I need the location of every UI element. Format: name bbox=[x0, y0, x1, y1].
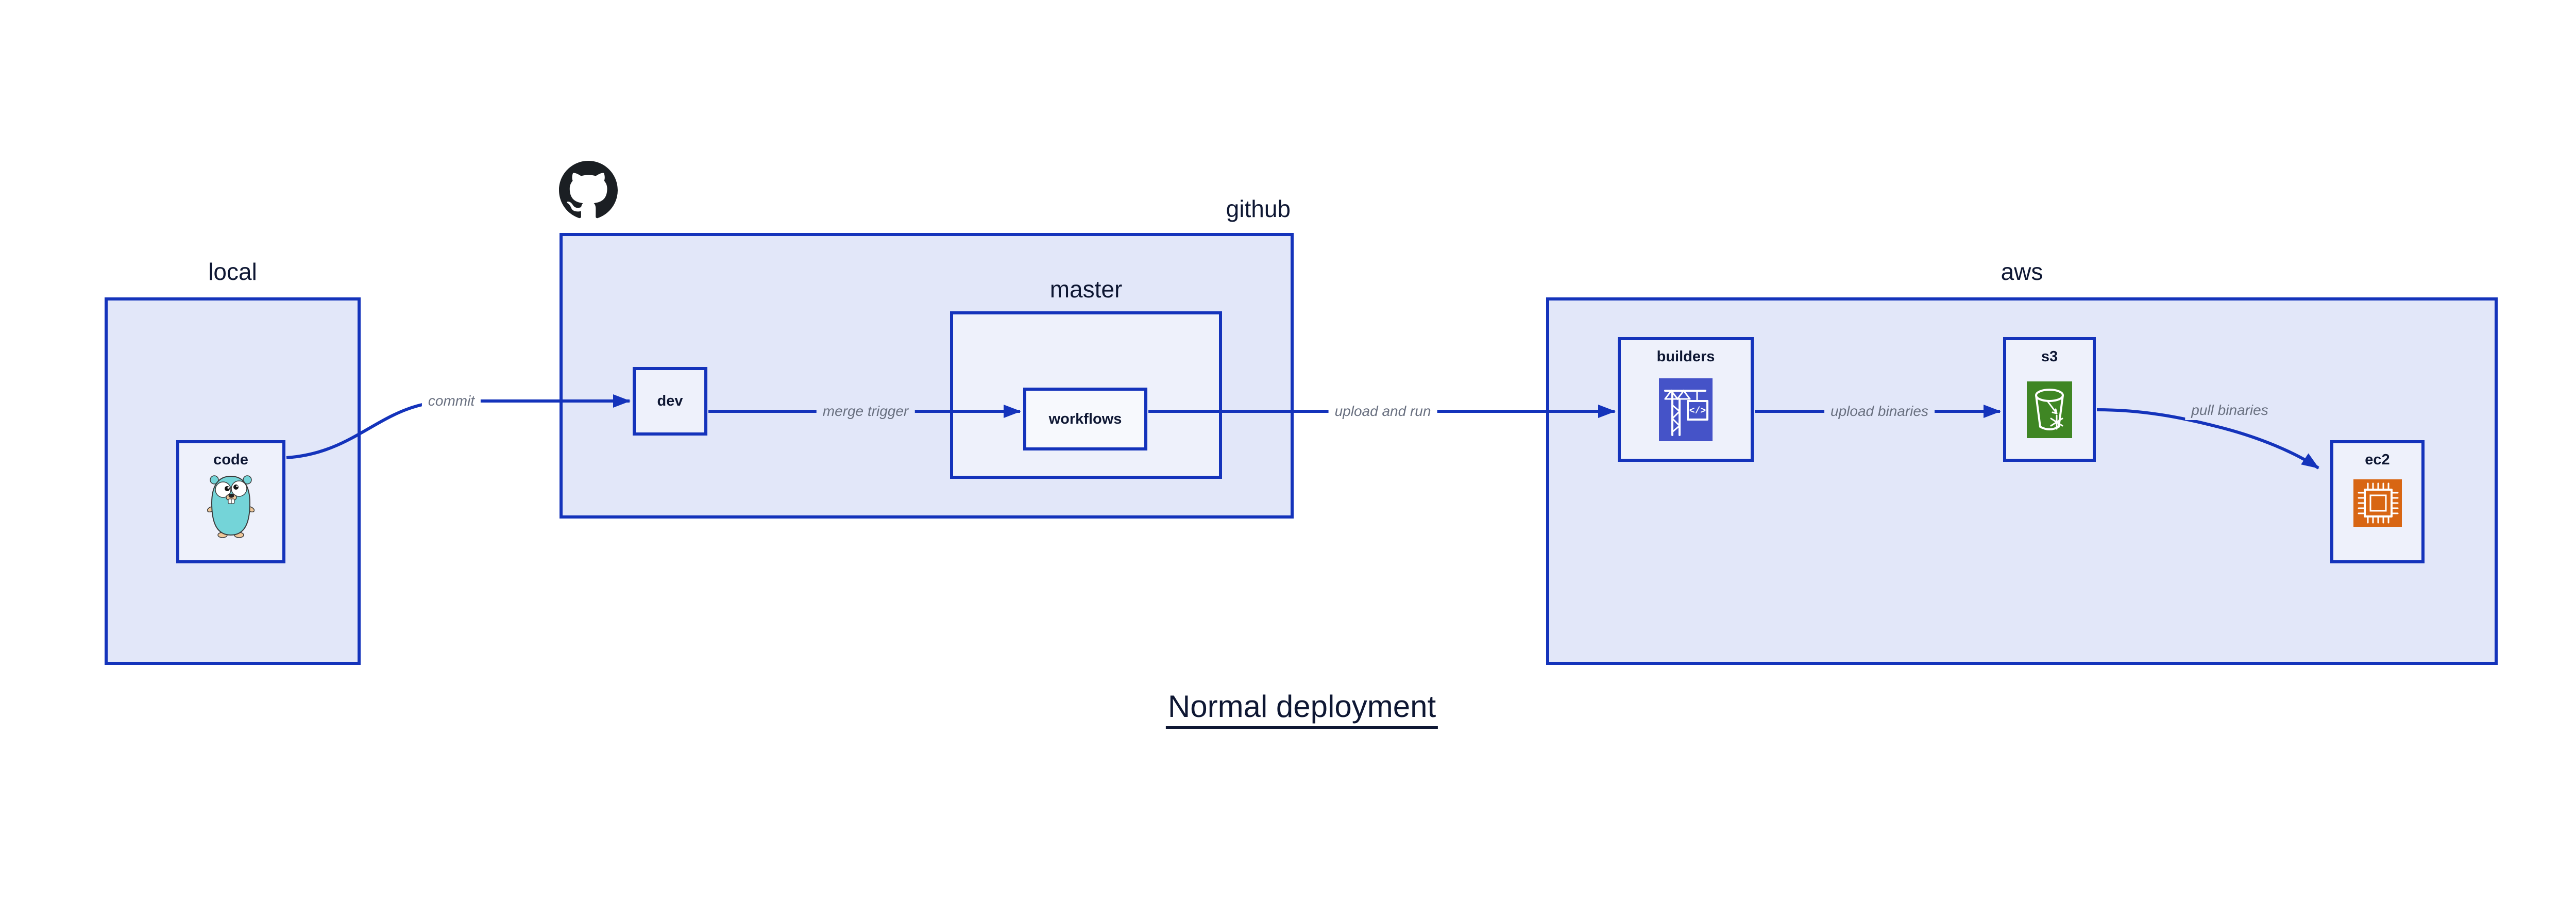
workflows-node-label: workflows bbox=[1048, 410, 1122, 427]
codebuild-crane-icon: </> bbox=[1659, 378, 1713, 441]
ec2-chip-icon bbox=[2353, 479, 2402, 527]
ec2-node: ec2 bbox=[2330, 440, 2425, 563]
dev-node: dev bbox=[633, 367, 707, 436]
github-octocat-icon bbox=[559, 161, 618, 219]
s3-node-label: s3 bbox=[2041, 348, 2058, 365]
ec2-node-label: ec2 bbox=[2365, 452, 2390, 468]
go-gopher-icon bbox=[207, 475, 255, 538]
edge-label-upload-binaries: upload binaries bbox=[1824, 402, 1935, 421]
local-container-label: local bbox=[208, 258, 257, 285]
code-node-label: code bbox=[213, 452, 248, 468]
dev-node-label: dev bbox=[657, 393, 683, 409]
s3-bucket-icon bbox=[2027, 381, 2072, 438]
diagram-title: Normal deployment bbox=[1165, 689, 1438, 729]
master-container-label: master bbox=[1049, 276, 1123, 303]
github-container-label: github bbox=[1226, 195, 1291, 222]
aws-container-label: aws bbox=[2001, 258, 2043, 285]
svg-text:</>: </> bbox=[1689, 406, 1706, 416]
workflows-node: workflows bbox=[1023, 388, 1147, 450]
edge-label-pull-binaries: pull binaries bbox=[2185, 400, 2275, 420]
edge-label-upload-and-run: upload and run bbox=[1328, 402, 1437, 421]
builders-node-label: builders bbox=[1656, 348, 1715, 365]
edge-label-merge-trigger: merge trigger bbox=[816, 402, 915, 421]
edge-label-commit: commit bbox=[421, 391, 481, 411]
